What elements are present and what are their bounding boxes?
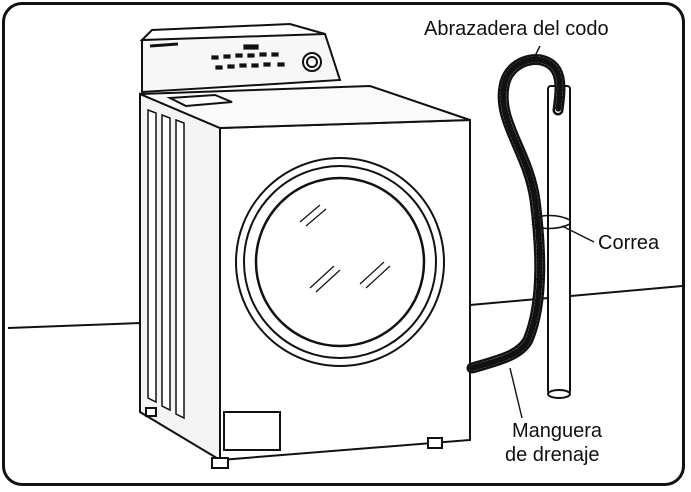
washer <box>140 24 470 468</box>
drain-hose <box>472 60 560 368</box>
drain-hose-label-line1: Manguera <box>512 420 602 442</box>
strap-label: Correa <box>598 232 659 254</box>
elbow-clamp-label: Abrazadera del codo <box>424 18 609 40</box>
drain-hose-label-line2: de drenaje <box>505 444 600 466</box>
standpipe <box>548 86 570 398</box>
